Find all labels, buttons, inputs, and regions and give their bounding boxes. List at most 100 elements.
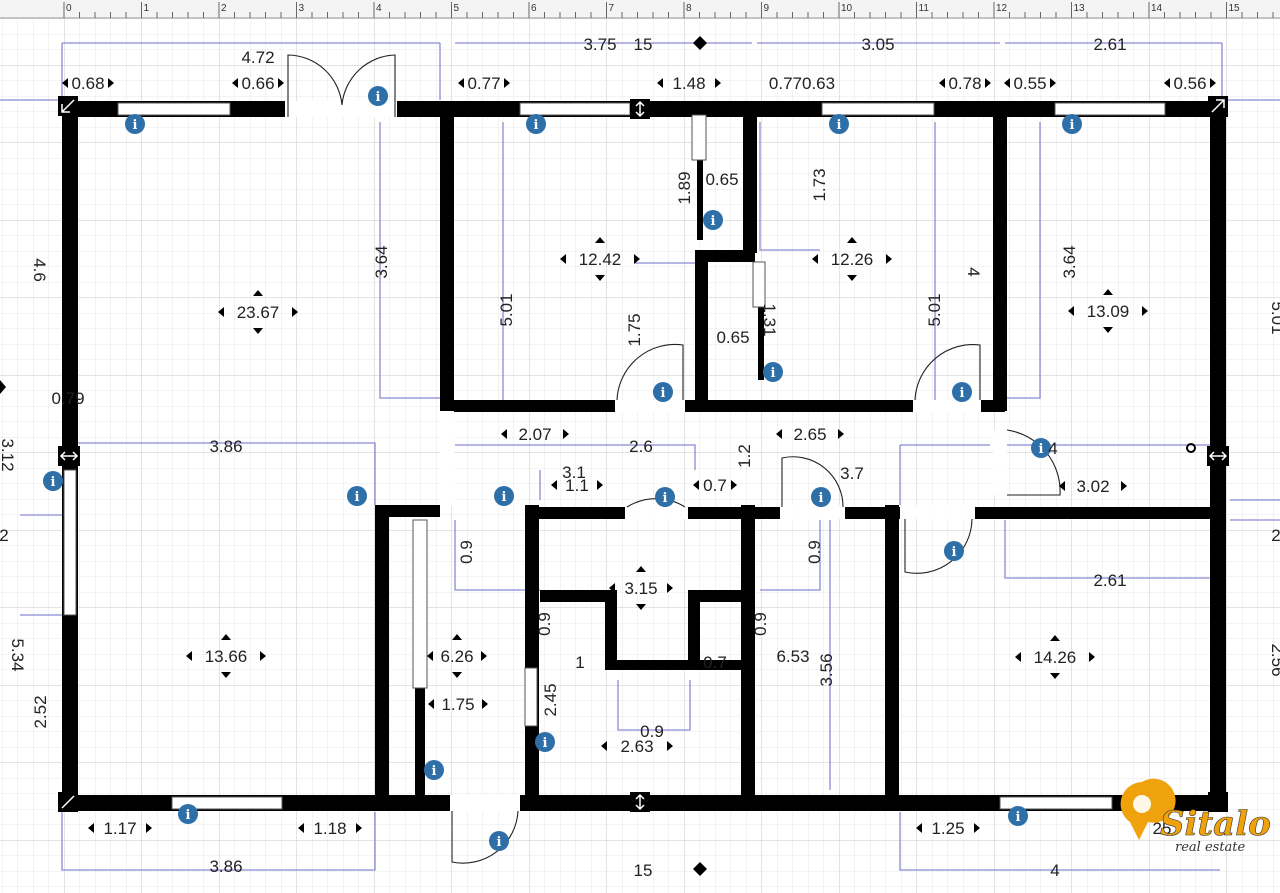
ruler-label: 0 xyxy=(66,3,72,14)
dim-label: 3.75 xyxy=(583,35,616,54)
arrow-head xyxy=(356,823,362,833)
svg-text:i: i xyxy=(1070,118,1075,133)
arrow-head xyxy=(221,672,231,678)
window-top-2 xyxy=(519,102,631,116)
dim-label: 5.01 xyxy=(1268,301,1280,334)
room-area-bedroom-1[interactable]: 12.42 xyxy=(579,250,622,269)
grid-background xyxy=(0,18,1280,893)
arrow-head xyxy=(1004,78,1010,88)
info-icon[interactable]: i xyxy=(43,471,63,491)
info-icon[interactable]: i xyxy=(944,541,964,561)
ruler-label: 4 xyxy=(376,3,382,14)
info-icon[interactable]: i xyxy=(347,486,367,506)
dim-label: 0.9 xyxy=(805,540,824,564)
info-icon[interactable]: i xyxy=(703,210,723,230)
info-icon[interactable]: i xyxy=(952,382,972,402)
info-icon[interactable]: i xyxy=(1008,806,1028,826)
room-area-kitchen[interactable]: 13.66 xyxy=(205,647,248,666)
arrow-head xyxy=(1015,652,1021,662)
arrow-head xyxy=(253,290,263,296)
arrow-head xyxy=(693,480,699,490)
dim-label: 2.65 xyxy=(793,425,826,444)
dim-label: 4.6 xyxy=(30,258,49,282)
dim-label: 1.73 xyxy=(810,168,829,201)
info-icon[interactable]: i xyxy=(1031,438,1051,458)
room-area-bath[interactable]: 3.15 xyxy=(624,579,657,598)
dim-label: 4 xyxy=(964,267,983,276)
info-icon[interactable]: i xyxy=(653,382,673,402)
dim-label: 2.6 xyxy=(629,437,653,456)
info-icon[interactable]: i xyxy=(526,114,546,134)
arrow-head xyxy=(504,78,510,88)
svg-text:i: i xyxy=(837,118,842,133)
info-icon[interactable]: i xyxy=(494,486,514,506)
dim-label: 1.25 xyxy=(931,819,964,838)
dim-label: 3.02 xyxy=(1076,477,1109,496)
svg-text:i: i xyxy=(51,475,56,490)
room-area-bedroom-2[interactable]: 12.26 xyxy=(831,250,874,269)
info-icon[interactable]: i xyxy=(368,86,388,106)
dim-label: 2.56 xyxy=(1268,643,1280,676)
arrow-head xyxy=(452,634,462,640)
svg-text:i: i xyxy=(819,491,824,506)
info-icon[interactable]: i xyxy=(178,804,198,824)
window-bottom-1 xyxy=(171,796,283,810)
ruler-label: 14 xyxy=(1151,3,1163,14)
dim-label: 0.66 xyxy=(241,74,274,93)
dim-label: 3.7 xyxy=(840,464,864,483)
info-icon[interactable]: i xyxy=(655,487,675,507)
room-area-bedroom-4[interactable]: 14.26 xyxy=(1034,648,1077,667)
dim-label: 0.55 xyxy=(1013,74,1046,93)
arrow-head xyxy=(916,823,922,833)
dim-label: 4 xyxy=(1048,439,1057,458)
dim-label: 2.63 xyxy=(620,737,653,756)
dim-label: 3.12 xyxy=(0,438,17,471)
window-top-3 xyxy=(821,102,935,116)
dimension-labels: 4.72 3.75 15 3.05 2.61 0.68 0.66 0.77 1.… xyxy=(0,35,1280,880)
arrow-head xyxy=(563,429,569,439)
window-inner-mid xyxy=(524,667,538,727)
svg-text:i: i xyxy=(661,386,666,401)
arrow-head xyxy=(812,254,818,264)
ruler-label: 9 xyxy=(764,3,770,14)
dim-label: 5.01 xyxy=(497,293,516,326)
dim-label: 1.48 xyxy=(672,74,705,93)
arrow-head xyxy=(427,651,433,661)
arrow-head xyxy=(146,823,152,833)
arrow-head xyxy=(88,823,94,833)
info-icon[interactable]: i xyxy=(811,487,831,507)
svg-text:i: i xyxy=(1016,810,1021,825)
info-icon[interactable]: i xyxy=(829,114,849,134)
arrow-head xyxy=(609,583,615,593)
logo-name: Sitalo xyxy=(1160,804,1271,844)
arrow-head xyxy=(1050,673,1060,679)
arrow-head xyxy=(597,480,603,490)
arrow-head xyxy=(886,254,892,264)
dim-label: 0.9 xyxy=(640,722,664,741)
room-area-living[interactable]: 23.67 xyxy=(237,303,280,322)
arrow-head xyxy=(1121,481,1127,491)
info-icon[interactable]: i xyxy=(424,760,444,780)
info-icon[interactable]: i xyxy=(763,362,783,382)
room-area-bedroom-3[interactable]: 13.09 xyxy=(1087,302,1130,321)
area-labels: 23.67 12.42 12.26 13.09 13.66 6.26 3.15 … xyxy=(205,250,1130,667)
svg-text:i: i xyxy=(502,490,507,505)
dim-label: 0.56 xyxy=(1173,74,1206,93)
dim-label: 0.9 xyxy=(535,612,554,636)
arrow-head xyxy=(186,651,192,661)
info-icon[interactable]: i xyxy=(125,114,145,134)
info-markers[interactable]: i i i i i i i i i i i i i i i i i i i i … xyxy=(43,86,1082,851)
ruler-label: 7 xyxy=(609,3,615,14)
info-icon[interactable]: i xyxy=(1062,114,1082,134)
dim-label: 3.64 xyxy=(372,245,391,278)
dim-label: 2.52 xyxy=(31,695,50,728)
info-icon[interactable]: i xyxy=(489,831,509,851)
arrow-head xyxy=(636,566,646,572)
arrow-head xyxy=(634,254,640,264)
info-icon[interactable]: i xyxy=(535,732,555,752)
room-area-hall[interactable]: 6.26 xyxy=(440,647,473,666)
arrow-head xyxy=(218,307,224,317)
ruler-label: 8 xyxy=(686,3,692,14)
